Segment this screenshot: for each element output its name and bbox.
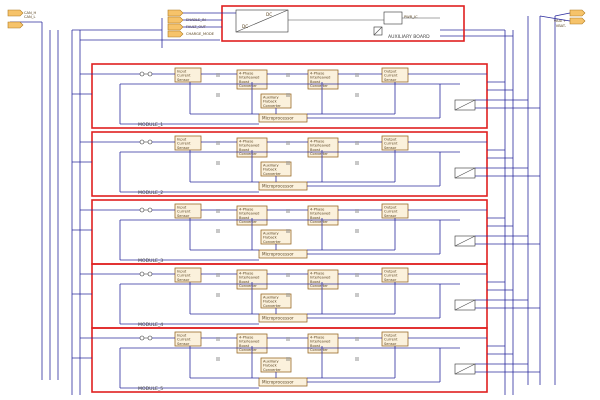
port-left-2 — [7, 21, 24, 29]
module-label: MODULE_4 — [138, 322, 163, 328]
module-frame — [91, 63, 488, 129]
module-frame — [91, 327, 488, 393]
input-current-sensor — [174, 135, 202, 151]
input-connector — [139, 335, 145, 341]
left-ports: CAN_H CAN_L — [7, 9, 36, 29]
module-frame — [91, 131, 488, 197]
port-ctrl-2 — [167, 16, 184, 24]
input-current-sensor — [174, 203, 202, 219]
port-right-label-2: VBAT- — [556, 24, 567, 28]
input-connector — [139, 207, 145, 213]
port-left-1 — [7, 9, 24, 17]
module-label: MODULE_1 — [138, 122, 163, 128]
input-current-sensor — [174, 331, 202, 347]
input-current-sensor — [174, 67, 202, 83]
auxiliary-board-label: AUXILIARY BOARD — [388, 34, 430, 40]
dcdc-in-label: DC — [242, 24, 248, 29]
port-right-label-1: VBAT+ — [554, 19, 566, 23]
port-ctrl-3 — [167, 23, 184, 31]
input-current-sensor — [174, 267, 202, 283]
dcdc-out-label: DC — [266, 12, 272, 17]
right-bus-wires — [440, 16, 556, 395]
center-left-ports: ENABLE_IN FAULT_OUT CHARGE_MODE — [167, 9, 236, 38]
microprocessor-label: Microprocessor — [262, 116, 294, 121]
right-ports: VBAT+ VBAT- — [539, 9, 586, 28]
port-right-2 — [569, 17, 586, 25]
port-right-1 — [569, 9, 586, 17]
port-ctrl-4 — [167, 30, 184, 38]
microprocessor-label: Microprocessor — [262, 316, 294, 321]
port-ctrl-label-3: CHARGE_MODE — [186, 32, 215, 36]
microprocessor-label: Microprocessor — [262, 252, 294, 257]
input-connector — [139, 271, 145, 277]
port-left-label-1: CAN_H — [24, 11, 36, 15]
input-connector — [139, 139, 145, 145]
power-ic-label: PWR_IC — [404, 15, 418, 19]
port-left-label-2: CAN_L — [24, 15, 35, 19]
auxiliary-board: DC DC PWR_IC AUXILIARY BOARD — [221, 5, 465, 42]
power-ic — [383, 11, 403, 25]
module-label: MODULE_2 — [138, 190, 163, 196]
module-label: MODULE_5 — [138, 386, 163, 392]
microprocessor-label: Microprocessor — [262, 380, 294, 385]
module-label: MODULE_3 — [138, 258, 163, 264]
port-ctrl-1 — [167, 9, 184, 17]
microprocessor-label: Microprocessor — [262, 184, 294, 189]
input-connector — [139, 71, 145, 77]
